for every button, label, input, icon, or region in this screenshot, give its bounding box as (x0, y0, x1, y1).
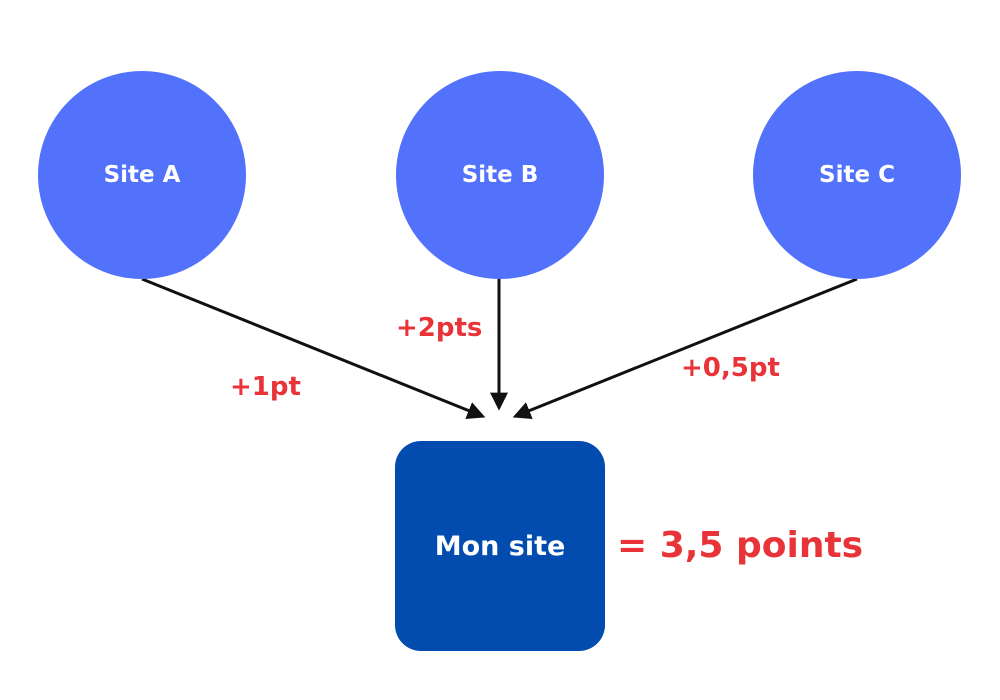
node-site-a: Site A (38, 71, 246, 279)
points-label-site-b: +2pts (396, 313, 483, 343)
node-mon-site-label: Mon site (434, 530, 566, 562)
node-site-b-label: Site B (461, 162, 539, 188)
node-site-c-label: Site C (819, 162, 895, 188)
node-site-a-label: Site A (103, 162, 181, 188)
arrow-site-c (512, 277, 858, 419)
node-site-c: Site C (753, 71, 961, 279)
total-points-label: = 3,5 points (617, 525, 864, 566)
points-label-site-c: +0,5pt (681, 353, 780, 383)
points-label-site-a: +1pt (230, 372, 301, 402)
node-site-b: Site B (396, 71, 604, 279)
arrow-site-a (141, 277, 486, 419)
node-mon-site: Mon site (395, 441, 605, 651)
